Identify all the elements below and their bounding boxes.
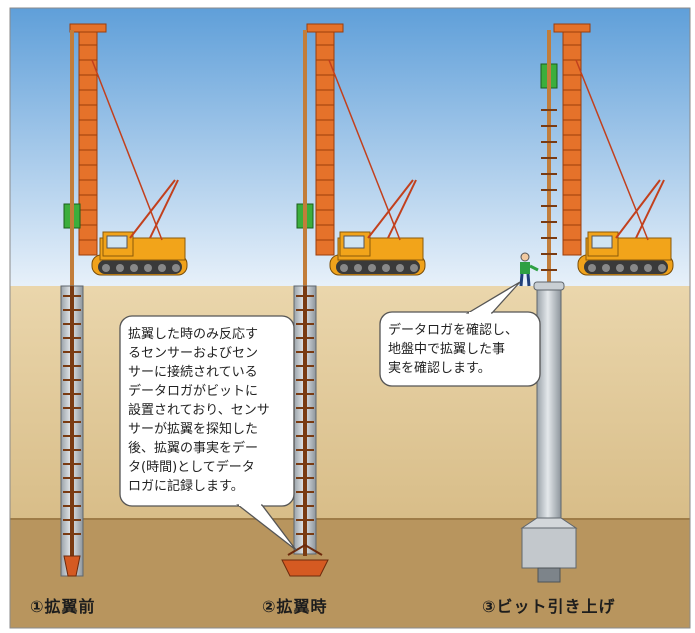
- drill-bit-1: [63, 555, 81, 577]
- ground-upper-layer: [10, 286, 690, 520]
- crane-1: [91, 179, 188, 276]
- mast-2: [315, 29, 335, 256]
- ground-bearing-layer: [10, 518, 690, 628]
- mast-1: [78, 29, 98, 256]
- worker-figure: [519, 252, 539, 287]
- callout-2: [379, 281, 541, 387]
- step-2-label: ②拡翼時: [262, 597, 328, 616]
- step-1-label: ①拡翼前: [30, 597, 96, 616]
- callout-1-text: 拡翼した時のみ反応す るセンサーおよびセン サーに接続されている データロガがビ…: [128, 327, 270, 494]
- expanded-bit-2: [281, 559, 329, 577]
- callout-1: [119, 315, 297, 551]
- stage-3-bit-withdrawal: [519, 23, 674, 583]
- expanded-base: [521, 527, 577, 569]
- step-3-label: ③ビット引き上げ: [482, 597, 616, 616]
- stage-2-during-expansion: [281, 23, 426, 577]
- soil-cement-column: [536, 285, 562, 529]
- stage-1-before-expansion: [60, 23, 188, 577]
- crane-3: [577, 179, 674, 276]
- crane-2: [329, 179, 426, 276]
- callout-2-text: データロガを確認し、 地盤中で拡翼した事 実を確認します。: [388, 323, 519, 376]
